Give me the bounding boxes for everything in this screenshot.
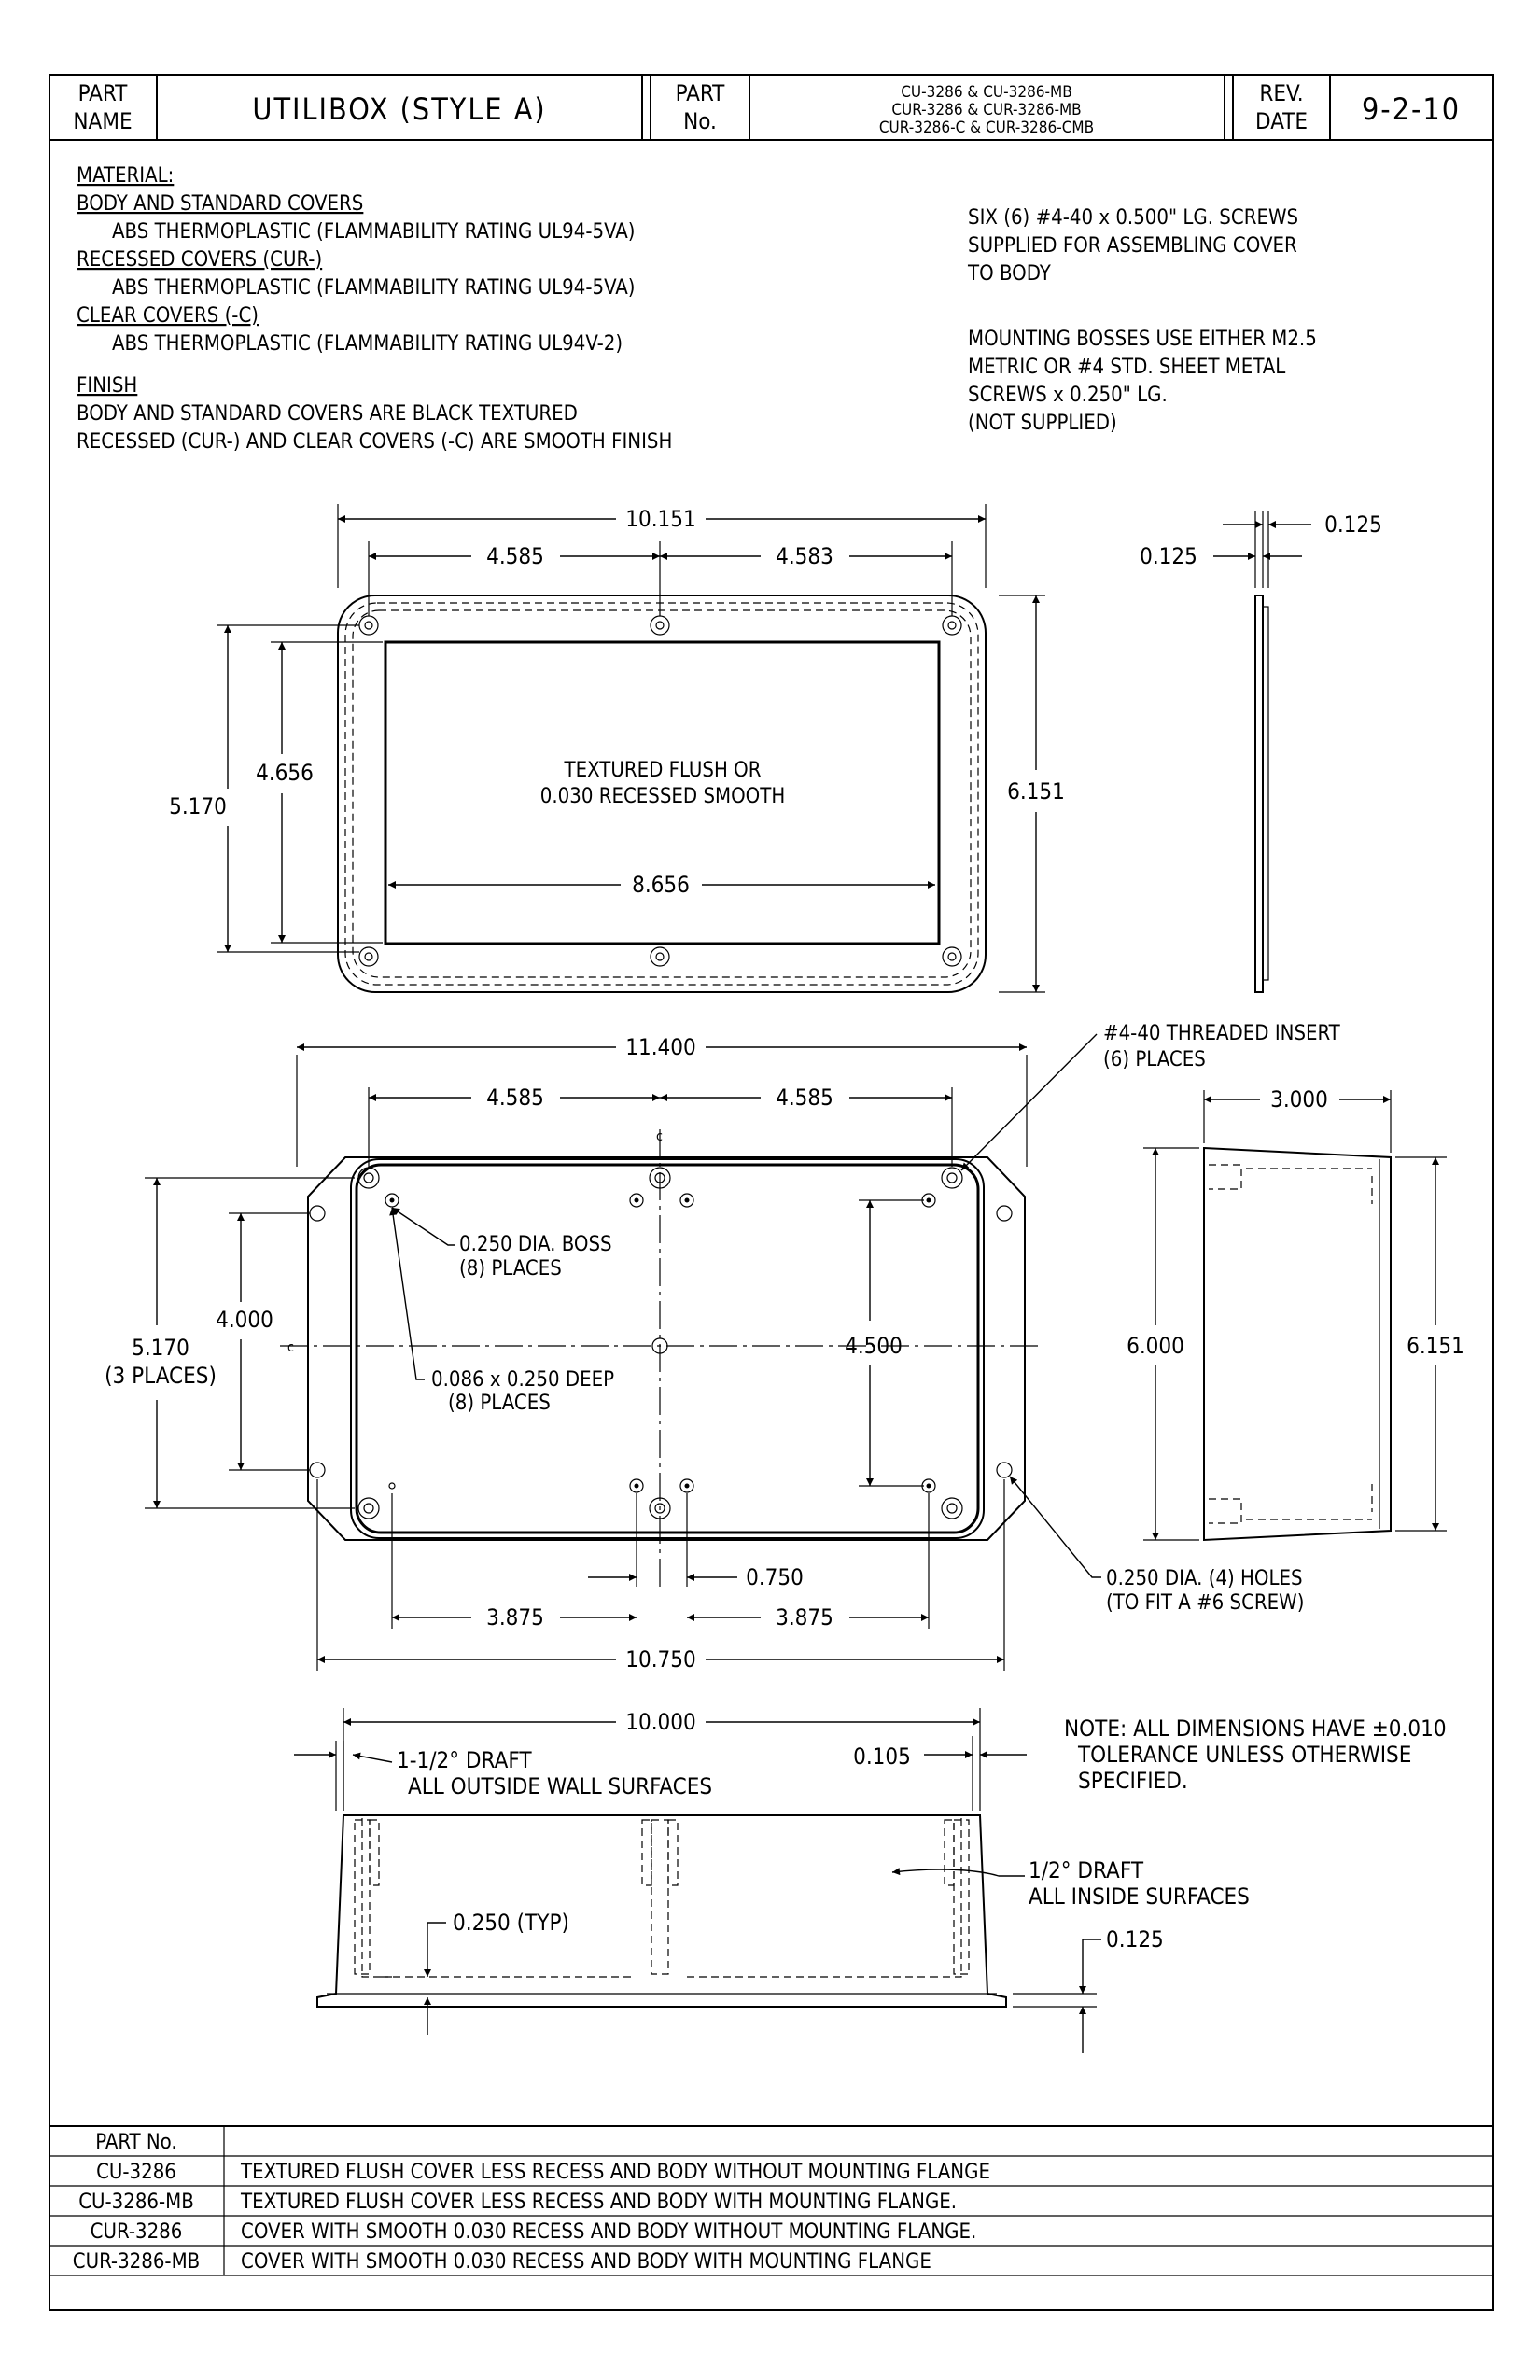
bosses-line-2: METRIC OR #4 STD. SHEET METAL [968,356,1285,379]
part-number-line-1: CU-3286 & CU-3286-MB [901,83,1071,102]
body-outer-height-dim: 6.151 [1407,1333,1464,1359]
table-row-part: CU-3286 [96,2161,176,2184]
screw-notes: SIX (6) #4-40 x 0.500" LG. SCREWS SUPPLI… [967,206,1317,435]
material-line-5: CLEAR COVERS (-C) [77,304,259,328]
cover-half-left-dim: 4.585 [486,543,544,569]
section-view: 10.000 1-1/2° DRAFT ALL OUTSIDE WALL SUR… [294,1708,1250,2053]
body-height-inner-dim: 4.000 [216,1307,273,1333]
material-heading: MATERIAL: [77,164,174,188]
boss-label-2: (8) PLACES [459,1257,562,1281]
body-width-dim: 11.400 [625,1034,696,1060]
hole-depth-label-1: 0.086 x 0.250 DEEP [431,1368,614,1392]
inside-draft-label-1: 1/2° DRAFT [1029,1857,1144,1883]
material-line-6: ABS THERMOPLASTIC (FLAMMABILITY RATING U… [112,332,623,356]
svg-text:c: c [287,1340,294,1355]
screws-line-1: SIX (6) #4-40 x 0.500" LG. SCREWS [968,206,1298,230]
cover-panel-width-dim: 8.656 [632,872,690,898]
part-no-label-1: PART [676,80,726,106]
tolerance-line-1: NOTE: ALL DIMENSIONS HAVE ±0.010 [1064,1715,1447,1742]
boss-label-1: 0.250 DIA. BOSS [459,1233,612,1256]
table-row-part: CUR-3286-MB [73,2250,200,2274]
right-offset-dim: 3.875 [776,1604,833,1631]
base-width-dim: 10.750 [625,1646,696,1673]
parts-table: PART No. CU-3286 TEXTURED FLUSH COVER LE… [49,2125,1493,2276]
tolerance-line-3: SPECIFIED. [1078,1768,1188,1794]
body-half-left-dim: 4.585 [486,1085,544,1111]
bosses-line-3: SCREWS x 0.250" LG. [968,384,1168,407]
tolerance-note: NOTE: ALL DIMENSIONS HAVE ±0.010 TOLERAN… [1064,1715,1447,1794]
insert-label-1: #4-40 THREADED INSERT [1103,1022,1341,1045]
rev-date-label-2: DATE [1255,108,1308,134]
rev-date-value: 9-2-10 [1362,91,1461,127]
parts-table-header: PART No. [95,2131,176,2154]
rev-date-label-1: REV. [1259,80,1303,106]
flange-thickness-dim: 0.125 [1106,1926,1164,1953]
screws-line-2: SUPPLIED FOR ASSEMBLING COVER [968,234,1297,258]
section-width-dim: 10.000 [625,1709,696,1735]
cover-panel-text-1: TEXTURED FLUSH OR [564,759,762,782]
finish-heading: FINISH [77,374,137,398]
cover-thickness-right-dim: 0.125 [1324,511,1382,538]
cover-side-view: 0.125 0.125 [1140,511,1382,993]
part-name-value: UTILIBOX (STYLE A) [252,91,546,127]
cover-height-inner-dim: 4.656 [256,760,314,786]
mount-holes-label-2: (TO FIT A #6 SCREW) [1106,1591,1304,1615]
bosses-line-4: (NOT SUPPLIED) [968,412,1117,435]
body-side-view: 3.000 6.000 6.151 [1127,1086,1464,1542]
cover-thickness-left-dim: 0.125 [1140,543,1197,569]
typ-thickness-dim: 0.250 (TYP) [453,1910,569,1936]
boss-height-dim: 4.500 [845,1333,903,1359]
finish-line-1: BODY AND STANDARD COVERS ARE BLACK TEXTU… [77,402,578,426]
cover-width-dim: 10.151 [625,506,696,532]
inside-draft-label-2: ALL INSIDE SURFACES [1029,1883,1250,1910]
body-depth-dim: 3.000 [1270,1086,1328,1113]
boss-gap-dim: 0.750 [746,1564,804,1590]
wall-thickness-dim: 0.105 [853,1743,911,1770]
svg-text:c: c [656,1129,663,1144]
outside-draft-label-2: ALL OUTSIDE WALL SURFACES [408,1773,712,1799]
cover-panel-text-2: 0.030 RECESSED SMOOTH [540,785,785,808]
mount-holes-label-1: 0.250 DIA. (4) HOLES [1106,1567,1303,1590]
material-notes: MATERIAL: BODY AND STANDARD COVERS ABS T… [77,164,672,454]
material-line-2: ABS THERMOPLASTIC (FLAMMABILITY RATING U… [112,220,635,244]
cover-height-outer-dim: 5.170 [169,793,227,819]
left-offset-dim: 3.875 [486,1604,544,1631]
table-row-desc: COVER WITH SMOOTH 0.030 RECESS AND BODY … [241,2220,976,2244]
insert-label-2: (6) PLACES [1103,1048,1206,1071]
body-half-right-dim: 4.585 [776,1085,833,1111]
part-name-label-1: PART [78,80,129,106]
cover-top-view: TEXTURED FLUSH OR 0.030 RECESSED SMOOTH … [169,504,1065,993]
table-row-part: CUR-3286 [91,2220,183,2244]
threaded-inserts [357,1167,963,1519]
body-top-view: c c [105,1022,1341,1673]
material-line-4: ABS THERMOPLASTIC (FLAMMABILITY RATING U… [112,276,635,300]
material-line-1: BODY AND STANDARD COVERS [77,192,363,216]
body-flange-outline [307,1156,1026,1541]
body-inner-height-dim: 6.000 [1127,1333,1184,1359]
part-number-line-3: CUR-3286-C & CUR-3286-CMB [879,119,1094,137]
material-line-3: RECESSED COVERS (CUR-) [77,248,322,272]
bosses-line-1: MOUNTING BOSSES USE EITHER M2.5 [968,328,1317,351]
part-name-label-2: NAME [73,108,132,134]
cover-overall-height-dim: 6.151 [1007,778,1065,805]
body-height-outer-note: (3 PLACES) [105,1363,217,1389]
table-row-desc: COVER WITH SMOOTH 0.030 RECESS AND BODY … [241,2250,931,2274]
sheet-border [49,74,1494,2311]
flange-holes [309,1205,1013,1478]
outside-draft-label-1: 1-1/2° DRAFT [397,1747,532,1773]
cover-half-right-dim: 4.583 [776,543,833,569]
part-number-line-2: CUR-3286 & CUR-3286-MB [891,101,1081,119]
body-height-outer-dim: 5.170 [132,1335,189,1361]
hole-depth-label-2: (8) PLACES [448,1392,551,1415]
table-row-desc: TEXTURED FLUSH COVER LESS RECESS AND BOD… [240,2161,990,2184]
screws-line-3: TO BODY [967,262,1052,286]
table-row-part: CU-3286-MB [78,2191,194,2214]
tolerance-line-2: TOLERANCE UNLESS OTHERWISE [1077,1742,1411,1768]
finish-line-2: RECESSED (CUR-) AND CLEAR COVERS (-C) AR… [77,430,672,454]
title-block: PART NAME UTILIBOX (STYLE A) PART No. CU… [49,75,1493,141]
table-row-desc: TEXTURED FLUSH COVER LESS RECESS AND BOD… [240,2191,957,2214]
part-no-label-2: No. [683,108,717,134]
